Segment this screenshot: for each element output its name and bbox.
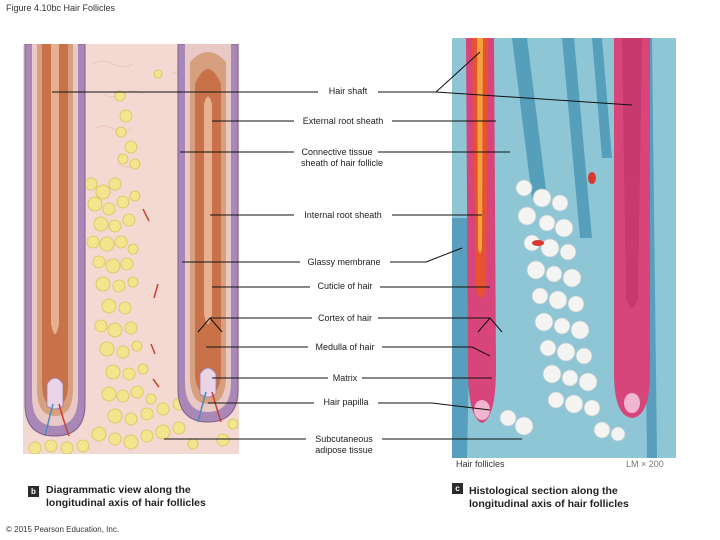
label-subcutaneous-line2: adipose tissue	[315, 445, 373, 455]
histology-micrograph	[452, 38, 676, 458]
figure-title: Figure 4.10bc Hair Follicles	[6, 3, 116, 13]
panel-c-caption: Histological section along the longitudi…	[469, 485, 629, 511]
copyright-notice: © 2015 Pearson Education, Inc.	[6, 525, 120, 534]
adipose-cells	[28, 69, 239, 454]
panel-c-caption-line2: longitudinal axis of hair follicles	[469, 498, 629, 510]
panel-c-badge: c	[452, 483, 463, 494]
right-follicle	[177, 44, 239, 423]
label-cortex-of-hair: Cortex of hair	[317, 313, 373, 323]
label-internal-root-sheath: Internal root sheath	[304, 210, 382, 220]
label-external-root-sheath: External root sheath	[302, 116, 384, 126]
label-hair-papilla: Hair papilla	[323, 397, 369, 407]
follicle-illustration	[23, 44, 239, 454]
histo-left-follicle	[466, 38, 496, 423]
label-cuticle-of-hair: Cuticle of hair	[317, 281, 373, 291]
label-connective-tissue-line1: Connective tissue	[301, 147, 373, 157]
label-medulla-of-hair: Medulla of hair	[315, 342, 375, 352]
histo-adipose	[499, 179, 626, 442]
label-glassy-membrane: Glassy membrane	[307, 257, 381, 267]
label-hair-shaft: Hair shaft	[328, 86, 368, 96]
histo-capillaries	[532, 172, 596, 246]
panel-b-caption-line2: longitudinal axis of hair follicles	[46, 497, 206, 509]
panel-b-caption: Diagrammatic view along the longitudinal…	[46, 484, 206, 510]
panel-b-caption-line1: Diagrammatic view along the	[46, 484, 191, 496]
left-follicle	[24, 44, 86, 437]
label-matrix: Matrix	[332, 373, 358, 383]
magnification-label: LM × 200	[626, 459, 664, 469]
hair-follicles-label: Hair follicles	[456, 459, 505, 469]
label-subcutaneous-line1: Subcutaneous	[315, 434, 373, 444]
panel-c-caption-line1: Histological section along the	[469, 485, 618, 497]
panel-b-badge: b	[28, 486, 39, 497]
histo-right-follicle	[614, 38, 650, 418]
label-connective-tissue-line2: sheath of hair follicle	[300, 158, 384, 168]
